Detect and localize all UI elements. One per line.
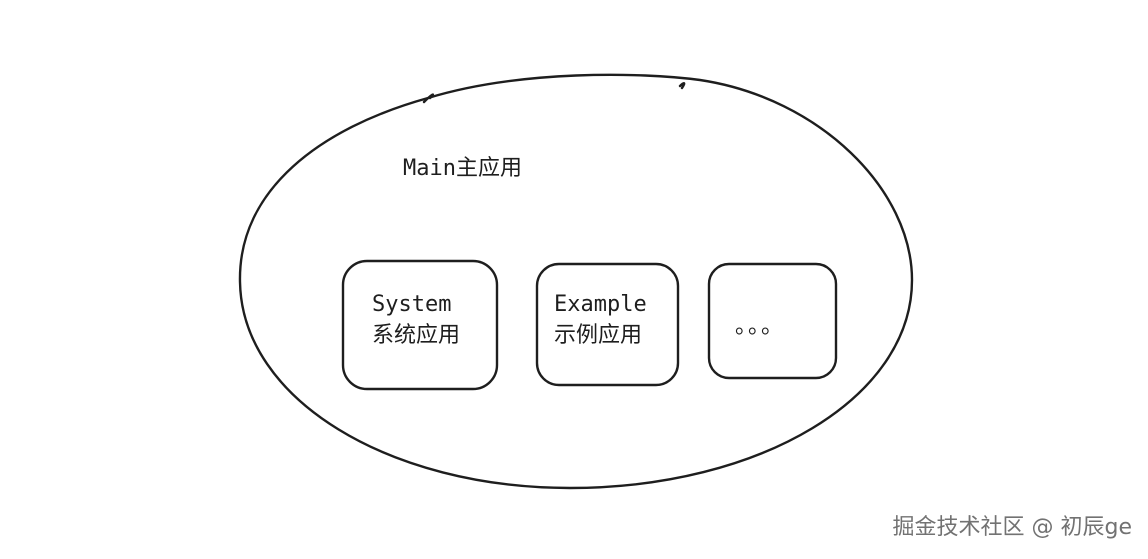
main-app-ellipse bbox=[238, 73, 914, 490]
system-app-text: System 系统应用 bbox=[372, 293, 460, 349]
system-app-box bbox=[341, 259, 499, 391]
example-app-title: Example bbox=[554, 292, 647, 317]
watermark-text: 掘金技术社区 @ 初辰ge bbox=[892, 515, 1133, 540]
system-app-title: System bbox=[372, 292, 452, 317]
system-app-subtitle: 系统应用 bbox=[372, 323, 461, 348]
example-app-box bbox=[535, 262, 680, 387]
example-app-text: Example 示例应用 bbox=[554, 293, 647, 349]
main-app-label: Main主应用 bbox=[403, 156, 522, 181]
example-app-subtitle: 示例应用 bbox=[554, 323, 643, 348]
more-apps-box bbox=[707, 262, 838, 380]
main-app-ellipse-stroke-tail bbox=[422, 82, 686, 104]
more-apps-label: 。。。 bbox=[735, 314, 786, 339]
